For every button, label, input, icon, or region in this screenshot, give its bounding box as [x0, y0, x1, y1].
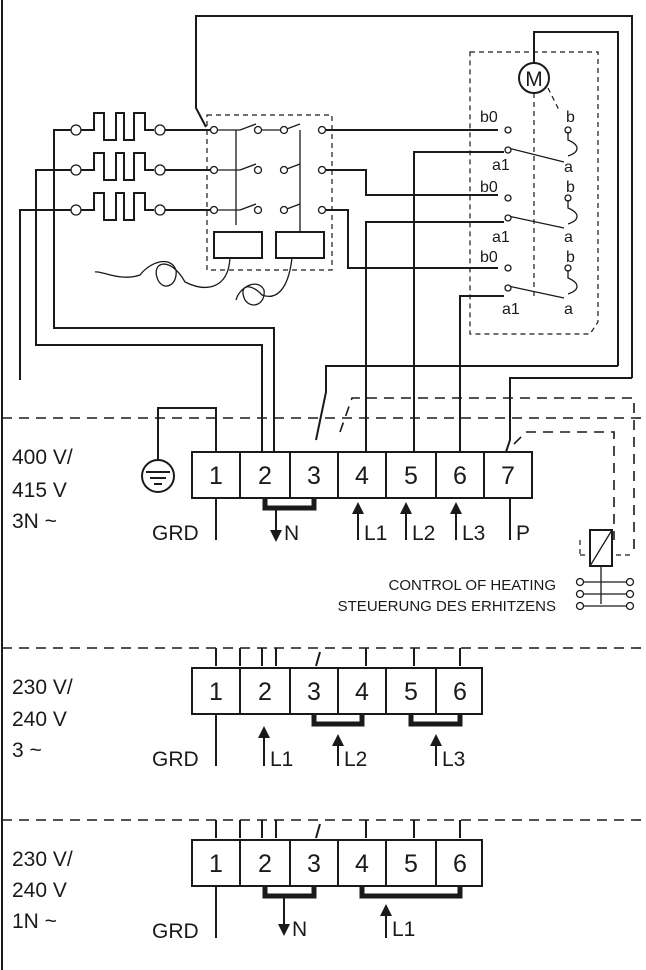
svg-text:a: a	[564, 229, 573, 246]
phase-wires	[19, 151, 632, 462]
voltage-label-1a: 400 V/	[12, 446, 73, 469]
svg-text:4: 4	[355, 678, 369, 706]
svg-text:6: 6	[453, 678, 467, 706]
svg-text:b0: b0	[480, 249, 498, 266]
phase-label-2: 3 ~	[12, 739, 42, 762]
motor-label: M	[525, 68, 543, 91]
svg-text:2: 2	[258, 850, 272, 878]
svg-text:b: b	[566, 109, 575, 126]
terminal-block-2: 1 2 3 4 5 6	[191, 667, 483, 715]
switch-group-3: b0 b a1 a	[480, 249, 578, 318]
sensor-wires	[94, 257, 293, 306]
svg-text:7: 7	[501, 462, 515, 490]
svg-text:1: 1	[209, 462, 223, 490]
coil-2	[275, 231, 325, 259]
voltage-label-3a: 230 V/	[12, 848, 73, 871]
svg-text:3: 3	[307, 462, 321, 490]
contactor-output-wires	[326, 129, 498, 269]
ground-icon	[141, 407, 217, 493]
control-dashed-2	[513, 431, 615, 540]
switch-group-1: b0 b a1 a	[480, 109, 578, 176]
switch-group-2: b0 b a1 a	[480, 179, 578, 246]
svg-text:1: 1	[209, 850, 223, 878]
heating-elements	[70, 112, 210, 221]
terminal-block-3: 1 2 3 4 5 6	[191, 839, 483, 887]
svg-text:N: N	[292, 918, 307, 941]
svg-text:L3: L3	[442, 748, 465, 771]
svg-text:a: a	[564, 159, 573, 176]
svg-text:6: 6	[453, 462, 467, 490]
coil-1	[213, 231, 263, 259]
section-400v: 400 V/ 415 V 3N ~ 1 2 3 4 5 6 7	[12, 407, 533, 545]
svg-text:5: 5	[404, 678, 418, 706]
control-relay	[575, 529, 635, 611]
svg-text:4: 4	[355, 462, 369, 490]
svg-text:b: b	[566, 179, 575, 196]
svg-text:b0: b0	[480, 179, 498, 196]
svg-text:L3: L3	[462, 522, 485, 545]
control-label-de: STEUERUNG DES ERHITZENS	[338, 598, 556, 615]
svg-text:L1: L1	[364, 522, 387, 545]
heater-row-1	[70, 112, 210, 141]
grd-label-2: GRD	[152, 748, 199, 771]
svg-text:5: 5	[404, 462, 418, 490]
svg-text:a1: a1	[492, 157, 510, 174]
svg-text:6: 6	[453, 850, 467, 878]
svg-text:5: 5	[404, 850, 418, 878]
svg-text:b: b	[566, 249, 575, 266]
section-230v-1phase: 230 V/ 240 V 1N ~ 1 2 3 4 5 6	[12, 820, 483, 943]
section-230v-3phase: 230 V/ 240 V 3 ~ 1 2 3 4 5 6	[12, 648, 483, 771]
svg-text:2: 2	[258, 462, 272, 490]
svg-text:L1: L1	[392, 918, 415, 941]
contactor-box	[206, 114, 333, 271]
svg-text:L2: L2	[412, 522, 435, 545]
svg-text:4: 4	[355, 850, 369, 878]
svg-text:3: 3	[307, 678, 321, 706]
heater-row-2	[70, 152, 210, 181]
switch-block: M b0 b a1 a b0 b a1 a	[469, 31, 619, 366]
phase-label-3: 1N ~	[12, 910, 57, 933]
svg-text:L2: L2	[344, 748, 367, 771]
svg-text:a: a	[564, 301, 573, 318]
svg-text:a1: a1	[502, 301, 520, 318]
voltage-label-3b: 240 V	[12, 879, 67, 902]
grd-label-1: GRD	[152, 522, 199, 545]
heater-feed-wires	[19, 129, 275, 460]
voltage-label-2a: 230 V/	[12, 676, 73, 699]
svg-text:2: 2	[258, 678, 272, 706]
svg-text:3: 3	[307, 850, 321, 878]
svg-text:L1: L1	[270, 748, 293, 771]
terminal-block-1: 1 2 3 4 5 6 7	[191, 451, 533, 499]
neutral-label-1: N	[284, 522, 299, 545]
grd-label-3: GRD	[152, 920, 199, 943]
svg-text:b0: b0	[480, 109, 498, 126]
svg-text:a1: a1	[492, 229, 510, 246]
motor-feed-wire	[195, 15, 633, 378]
voltage-label-2b: 240 V	[12, 708, 67, 731]
voltage-label-1b: 415 V	[12, 479, 67, 502]
svg-text:P: P	[516, 522, 530, 545]
svg-text:1: 1	[209, 678, 223, 706]
heater-row-3	[70, 192, 210, 221]
phase-label-1: 3N ~	[12, 510, 57, 533]
control-label-en: CONTROL OF HEATING	[388, 577, 556, 594]
control-dashed-1	[339, 397, 635, 553]
